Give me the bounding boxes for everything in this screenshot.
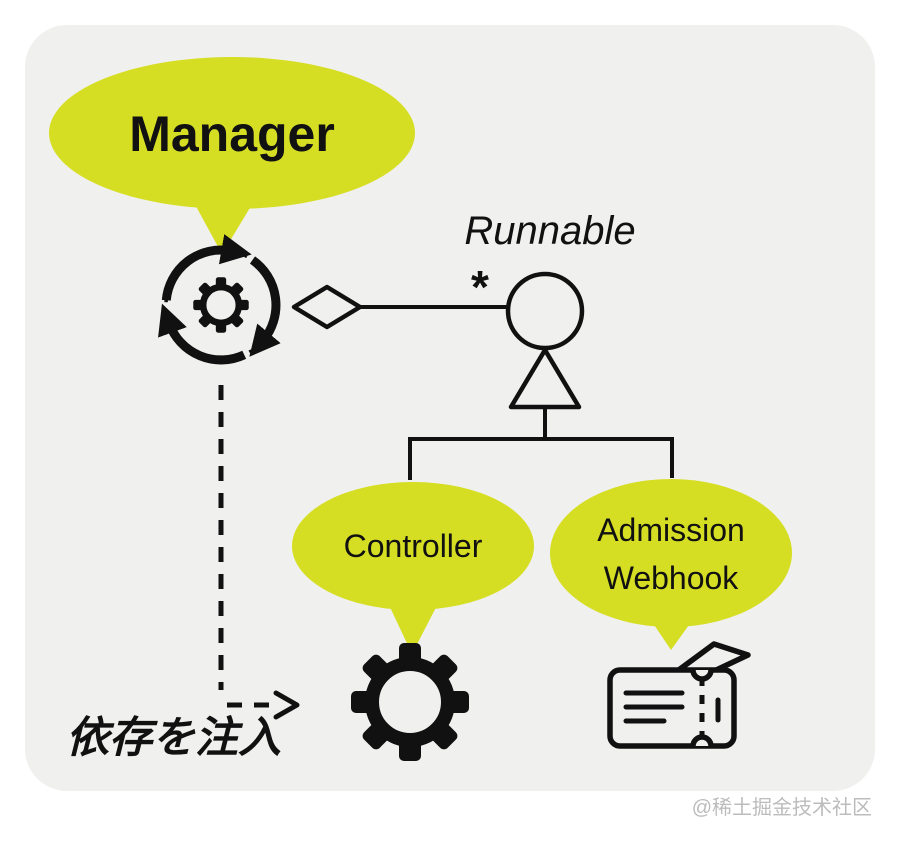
controller-callout-bubble: Controller	[292, 482, 534, 654]
admission-webhook-callout-bubble: Admission Webhook	[550, 479, 792, 650]
admission-label-line1: Admission	[597, 512, 745, 548]
manager-reconcile-gear-icon	[155, 240, 276, 375]
aggregation-diamond-icon	[291, 284, 363, 330]
generalization-triangle-icon	[508, 347, 582, 410]
inject-arrowhead-icon	[273, 690, 300, 720]
ticket-notch-bottom	[690, 734, 714, 747]
inheritance-tree-lines	[408, 405, 674, 480]
manager-callout-bubble: Manager	[49, 57, 415, 254]
manager-bubble-body	[49, 57, 415, 209]
controller-bubble-body	[292, 482, 534, 610]
manager-label: Manager	[129, 106, 335, 162]
inject-dashed-arrow	[218, 385, 300, 720]
multiplicity-star: *	[471, 261, 489, 313]
ticket-text-lines	[623, 690, 721, 724]
ticket-notch-top	[690, 669, 714, 682]
runnable-label: Runnable	[464, 209, 635, 253]
admission-label-line2: Webhook	[604, 560, 740, 596]
admission-webhook-ticket-icon	[607, 641, 751, 749]
watermark-label: @稀土掘金技术社区	[692, 796, 872, 819]
controller-label: Controller	[344, 528, 483, 564]
interface-circle-icon	[505, 271, 585, 351]
inject-note-label: 依存を注入	[66, 714, 281, 762]
admission-bubble-body	[550, 479, 792, 627]
